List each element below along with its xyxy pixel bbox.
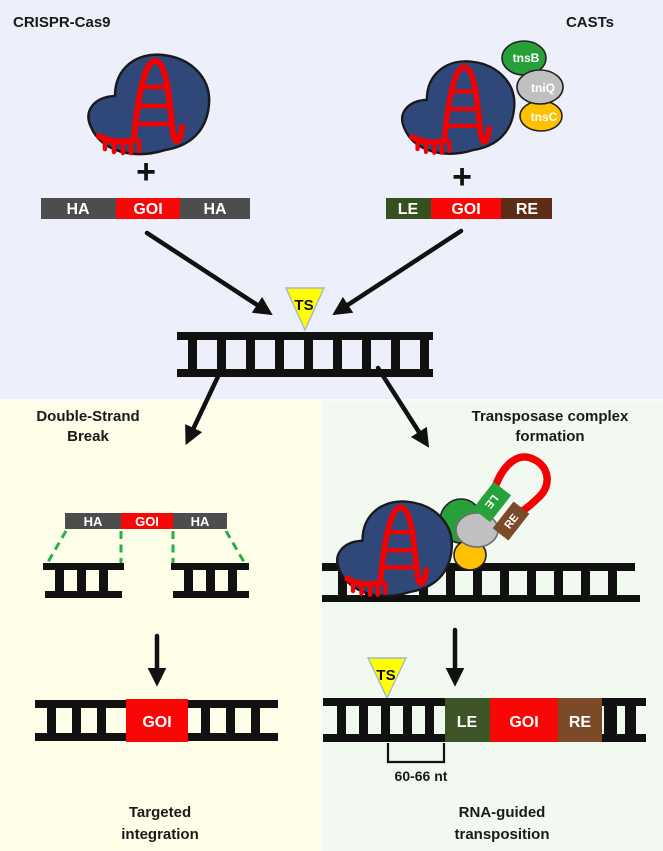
- arrow-to-transposition-pathway: [375, 365, 430, 448]
- integrated-dna-ladder: GOI: [35, 699, 278, 742]
- insertion-goi-label: GOI: [509, 714, 538, 731]
- rna-guided-line2: transposition: [454, 826, 549, 843]
- insertion-re-block: [558, 698, 602, 742]
- donor-cast-goi-label: GOI: [451, 201, 480, 218]
- broken-dna-left-fragment: [43, 563, 124, 598]
- donor-cas9-ha-left: [41, 198, 116, 219]
- dsb-donor-goi-label: GOI: [135, 514, 159, 529]
- donor-cast-le-label: LE: [398, 201, 419, 218]
- transposed-dna-ladder: LE GOI RE: [323, 698, 646, 742]
- donor-cas9-goi: [116, 198, 180, 219]
- donor-cas9-ha-right-label: HA: [203, 201, 227, 218]
- distance-label: 60-66 nt: [395, 768, 448, 784]
- transposase-complex: LE RE: [337, 453, 551, 596]
- donor-dna-loop: [490, 453, 551, 516]
- dsb-donor-ha-left: [65, 513, 121, 529]
- broken-dna-right-fragment: [171, 563, 249, 598]
- donor-cast-bar: LE GOI RE: [386, 198, 552, 219]
- transposase-title-line2: formation: [515, 428, 584, 445]
- donor-cas9-ha-left-label: HA: [66, 201, 90, 218]
- dsb-title-line2: Break: [67, 428, 109, 445]
- dsb-donor-bar: HA GOI HA: [65, 513, 227, 529]
- donor-cast-re-label: RE: [516, 201, 539, 218]
- target-site-triangle-2: [366, 657, 408, 700]
- plus-left: +: [136, 153, 156, 191]
- donor-cas9-goi-label: GOI: [133, 201, 162, 218]
- complex-le-tag: LE: [472, 481, 512, 523]
- arrow-to-dsb-pathway: [185, 365, 225, 446]
- donor-cas9-ha-right: [180, 198, 250, 219]
- title-casts: CASTs: [566, 14, 614, 31]
- recombination-dashed-lines: [46, 530, 246, 565]
- integrated-goi-block: [126, 699, 188, 742]
- dsb-donor-ha-right: [173, 513, 227, 529]
- insertion-le-label: LE: [457, 714, 478, 731]
- arrow-cas9-to-target: [144, 230, 273, 316]
- target-site-label: TS: [294, 297, 313, 314]
- donor-cas9-bar: HA GOI HA: [41, 198, 250, 219]
- tnsc-label: tnsC: [531, 110, 558, 124]
- dsb-title-line1: Double-Strand: [36, 408, 139, 425]
- donor-cast-le: [386, 198, 431, 219]
- dsb-donor-goi: [121, 513, 173, 529]
- target-site-triangle: [284, 287, 326, 332]
- panel-bottom-left-bg: [1, 401, 320, 851]
- integrated-goi-label: GOI: [142, 714, 171, 731]
- target-site-label-2: TS: [376, 667, 395, 684]
- transposase-title-line1: Transposase complex: [472, 408, 629, 425]
- targeted-integration-line1: Targeted: [129, 804, 191, 821]
- title-crispr-cas9: CRISPR-Cas9: [13, 14, 111, 31]
- cast-protein-complex: tnsB tniQ tnsC: [402, 40, 564, 154]
- insertion-re-label: RE: [569, 714, 592, 731]
- tniq-circle: [516, 69, 564, 105]
- plus-right: +: [452, 158, 472, 196]
- donor-cast-re: [501, 198, 552, 219]
- dsb-donor-ha-right-label: HA: [191, 514, 210, 529]
- tnsb-label: tnsB: [513, 51, 540, 65]
- complex-re-tag: RE: [492, 501, 530, 541]
- rna-guided-line1: RNA-guided: [459, 804, 546, 821]
- tniq-label: tniQ: [531, 81, 555, 95]
- arrow-cast-to-target: [332, 228, 464, 316]
- dsb-donor-ha-left-label: HA: [84, 514, 103, 529]
- distance-bracket: [386, 743, 446, 764]
- donor-cast-goi: [431, 198, 501, 219]
- insertion-le-block: [445, 698, 490, 742]
- genomic-dna-ladder: [177, 332, 433, 377]
- panel-bottom-right-bg: [322, 401, 663, 851]
- targeted-integration-line2: integration: [121, 826, 199, 843]
- insertion-goi-block: [490, 698, 558, 742]
